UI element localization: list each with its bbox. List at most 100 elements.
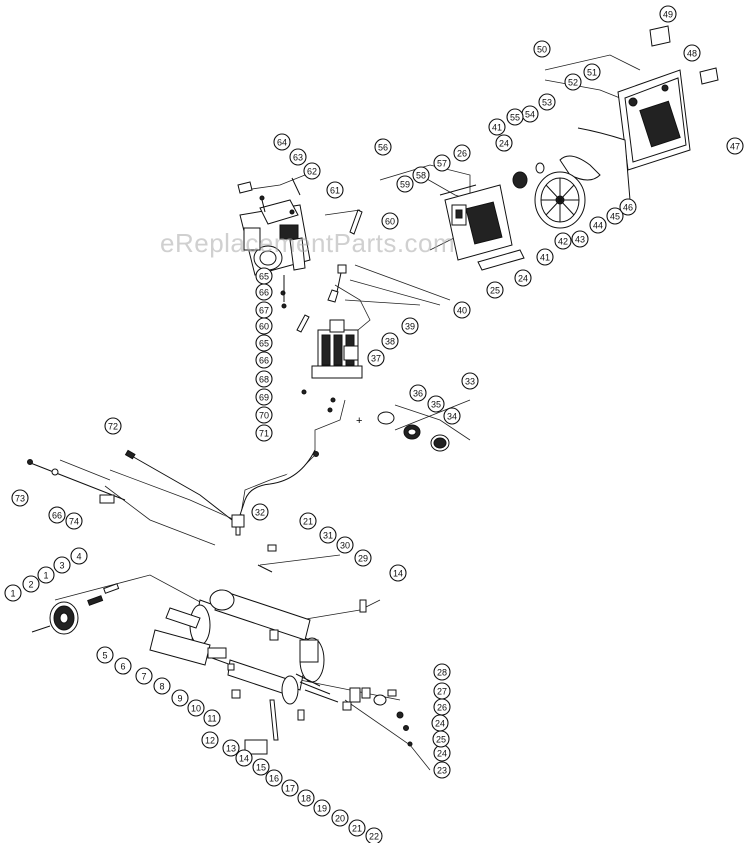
callout-72: 72 <box>104 417 122 435</box>
callout-circle <box>252 758 270 776</box>
callout-73: 73 <box>11 489 29 507</box>
callout-circle <box>265 769 283 787</box>
callout-12: 12 <box>201 731 219 749</box>
callout-circle <box>37 566 55 584</box>
callout-number: 44 <box>593 221 603 231</box>
discharge-tube <box>239 449 316 516</box>
callout-38: 38 <box>381 332 399 350</box>
callout-2: 2 <box>22 575 40 593</box>
callout-circle <box>726 137 744 155</box>
callout-1b: 1 <box>37 566 55 584</box>
callout-circle <box>319 526 337 544</box>
callout-circle <box>412 166 430 184</box>
callout-circle <box>506 108 524 126</box>
pump-tube <box>327 289 339 303</box>
callout-53: 53 <box>538 93 556 111</box>
callout-circle <box>396 175 414 193</box>
callout-25b: 25 <box>486 281 504 299</box>
flywheel-pulley <box>534 171 586 229</box>
callout-48: 48 <box>683 44 701 62</box>
callout-number: 34 <box>447 412 457 422</box>
callout-number: 16 <box>269 774 279 784</box>
callout-number: 66 <box>259 288 269 298</box>
callout-number: 22 <box>369 832 379 842</box>
callout-number: 33 <box>465 377 475 387</box>
callout-41b: 41 <box>536 248 554 266</box>
callout-circle <box>255 370 273 388</box>
callout-circle <box>255 424 273 442</box>
callout-15: 15 <box>252 758 270 776</box>
callout-circle <box>589 216 607 234</box>
axle-bolt <box>31 625 51 633</box>
callout-61: 61 <box>326 181 344 199</box>
callout-24: 24 <box>431 714 449 732</box>
callout-circle <box>255 283 273 301</box>
callout-number: 43 <box>575 235 585 245</box>
callout-32: 32 <box>251 503 269 521</box>
callout-number: 24 <box>437 749 447 759</box>
pressure-regulator <box>342 687 413 747</box>
callout-40: 40 <box>453 301 471 319</box>
callout-number: 32 <box>255 508 265 518</box>
callout-circle <box>4 584 22 602</box>
callout-circle <box>313 799 331 817</box>
callout-number: 67 <box>259 306 269 316</box>
callout-circle <box>536 248 554 266</box>
callout-21b: 21 <box>299 512 317 530</box>
air-tank <box>189 589 325 705</box>
callout-number: 57 <box>437 159 447 169</box>
callout-circle <box>326 181 344 199</box>
callout-number: 60 <box>385 217 395 227</box>
callout-number: 2 <box>28 580 33 590</box>
callout-number: 50 <box>537 45 547 55</box>
callout-41: 41 <box>488 118 506 136</box>
callout-69: 69 <box>255 388 273 406</box>
callout-4: 4 <box>70 547 88 565</box>
callout-circle <box>409 384 427 402</box>
callout-37: 37 <box>367 349 385 367</box>
callout-number: 47 <box>730 142 740 152</box>
callout-circle <box>96 646 114 664</box>
callout-circle <box>251 503 269 521</box>
callout-33: 33 <box>461 372 479 390</box>
callout-66: 66 <box>255 283 273 301</box>
callout-circle <box>235 749 253 767</box>
callout-number: 27 <box>437 687 447 697</box>
callout-number: 52 <box>568 78 578 88</box>
callout-71: 71 <box>255 424 273 442</box>
callout-67: 67 <box>255 301 273 319</box>
callout-number: 18 <box>301 794 311 804</box>
callout-circle <box>365 827 383 843</box>
callout-number: 49 <box>663 10 673 20</box>
callout-number: 60 <box>259 322 269 332</box>
callout-circle <box>495 134 513 152</box>
callout-number: 8 <box>159 682 164 692</box>
callout-circle <box>281 779 299 797</box>
callout-circle <box>367 349 385 367</box>
belt-guard-strip <box>577 127 631 201</box>
callout-number: 26 <box>457 149 467 159</box>
callout-number: 40 <box>457 306 467 316</box>
callout-number: 51 <box>587 68 597 78</box>
callout-number: 61 <box>330 186 340 196</box>
callout-59: 59 <box>396 175 414 193</box>
callout-number: 69 <box>259 393 269 403</box>
callout-circle <box>289 148 307 166</box>
callout-5: 5 <box>96 646 114 664</box>
callout-number: 9 <box>177 694 182 704</box>
callout-circle <box>255 334 273 352</box>
shim-60-mid <box>296 314 310 333</box>
tee-fitting <box>231 514 245 528</box>
callout-circle <box>571 230 589 248</box>
callout-circle <box>432 730 450 748</box>
callout-circle <box>201 731 219 749</box>
callout-circle <box>255 301 273 319</box>
callout-35: 35 <box>427 395 445 413</box>
engine-tag-64 <box>237 181 253 194</box>
callout-66c: 66 <box>48 506 66 524</box>
callout-60: 60 <box>381 212 399 230</box>
callout-number: 31 <box>323 531 333 541</box>
callout-number: 10 <box>191 704 201 714</box>
callout-65: 65 <box>255 267 273 285</box>
